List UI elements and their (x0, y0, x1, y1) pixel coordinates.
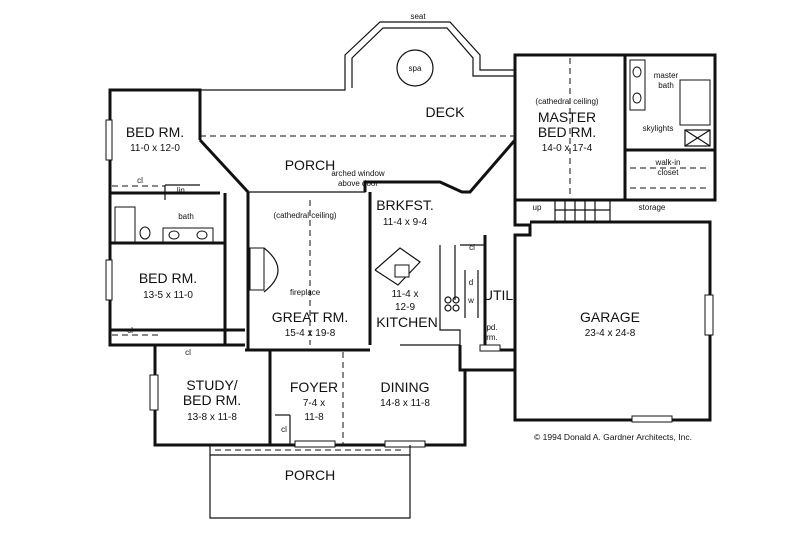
arched-window-l1: arched window (331, 169, 385, 178)
fireplace-hearth (249, 247, 265, 291)
walkin-l1: walk-in (655, 158, 681, 167)
closet-label-3: cl (185, 348, 191, 357)
fireplace-label: fireplace (290, 288, 321, 297)
stairs (554, 200, 611, 222)
kitchen-dim2: 12-9 (395, 302, 415, 313)
kitchen-name: KITCHEN (376, 314, 437, 330)
master-bath-l2: bath (658, 81, 674, 90)
bathtub (114, 206, 136, 243)
kitchen-fixtures (374, 244, 485, 346)
bath-label: bath (178, 212, 194, 221)
central-walls (245, 55, 517, 445)
study-l2: BED RM. (183, 392, 241, 408)
foyer-name: FOYER (290, 379, 338, 395)
closet-label-4: cl (469, 243, 475, 252)
up-label: up (533, 203, 542, 212)
pdrm-l1: pd. (486, 323, 497, 332)
bed2-dim: 13-5 x 11-0 (143, 290, 193, 301)
arched-window-l2: above door (338, 179, 378, 188)
front-porch-label: PORCH (285, 467, 336, 483)
spa-label: spa (409, 64, 422, 73)
master-name1: MASTER (538, 109, 596, 125)
master-name2: BED RM. (538, 124, 596, 140)
copyright: © 1994 Donald A. Gardner Architects, Inc… (534, 432, 692, 442)
master-note: (cathedral ceiling) (535, 97, 598, 106)
front-walls (149, 343, 467, 448)
spa-tub (396, 49, 434, 87)
garage-dim: 23-4 x 24-8 (585, 328, 636, 339)
deck-label: DECK (426, 104, 466, 120)
master-suite-walls (513, 53, 717, 202)
foyer-dim1: 7-4 x (303, 398, 325, 409)
closet-label-1: cl (137, 176, 143, 185)
dining-name: DINING (381, 379, 430, 395)
dining-dim: 14-8 x 11-8 (380, 398, 430, 409)
skylights-label: skylights (643, 124, 674, 133)
kitchen-dim1: 11-4 x (391, 289, 418, 300)
rear-porch-label: PORCH (285, 157, 336, 173)
washer-label: w (467, 296, 474, 305)
brkfst-name: BRKFST. (376, 197, 434, 213)
brkfst-dim: 11-4 x 9-4 (383, 217, 428, 228)
garage-name: GARAGE (580, 309, 640, 325)
great-dim: 15-4 x 19-8 (285, 328, 336, 339)
great-note: (cathedral ceiling) (273, 211, 336, 220)
study-dim: 13-8 x 11-8 (187, 412, 237, 423)
study-l1: STUDY/ (186, 377, 237, 393)
closet-label-2: cl (127, 326, 133, 335)
deck-outline (199, 21, 516, 140)
pdrm-l2: rm. (486, 333, 498, 342)
closet-label-5: cl (281, 425, 287, 434)
garage-walls (458, 200, 714, 423)
master-tub (679, 79, 711, 126)
seat-label: seat (410, 12, 426, 21)
util-label: UTIL. (483, 287, 517, 303)
foyer-dim2: 11-8 (304, 412, 324, 423)
walkin-l2: closet (658, 168, 680, 177)
toilet (139, 226, 151, 240)
master-dim: 14-0 x 17-4 (542, 143, 593, 154)
front-porch-outline (209, 445, 411, 519)
bedroom-wing-walls (105, 88, 250, 347)
master-bath-l1: master (654, 71, 679, 80)
bed1-name: BED RM. (126, 124, 184, 140)
bed1-dim: 11-0 x 12-0 (130, 143, 180, 154)
lin-label: lin. (177, 186, 187, 195)
dryer-label: d (469, 278, 473, 287)
bed2-name: BED RM. (139, 270, 197, 286)
storage-label: storage (639, 203, 666, 212)
great-name: GREAT RM. (272, 309, 349, 325)
